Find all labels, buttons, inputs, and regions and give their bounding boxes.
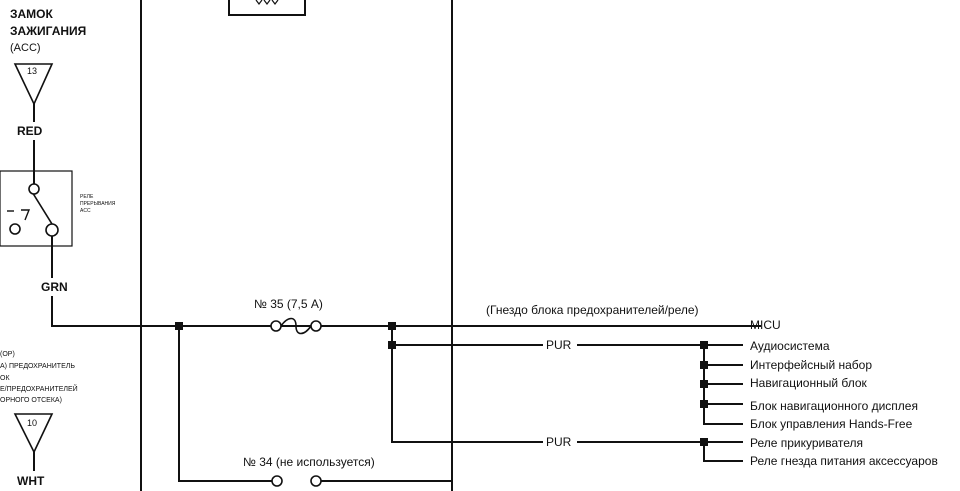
junction-dot [700,341,708,349]
fuse-source-line3: ОК [0,375,10,382]
relay-switch-arm [32,193,54,226]
ignition-title-line2: ЗАЖИГАНИЯ [10,24,87,38]
junction-dot [700,380,708,388]
wht-wire-label: WHT [17,474,45,488]
fuse35-label: № 35 (7,5 А) [254,297,323,311]
relay-label-line3: ACC [80,208,91,214]
relay-box [0,170,73,247]
dest-audio: Аудиосистема [750,339,830,353]
relay-label-line1: РЕЛЕ [80,194,94,200]
dest-nav-display: Блок навигационного дисплея [750,399,918,413]
wht-terminal-number: 10 [27,418,38,428]
dest-interface: Интерфейсный набор [750,358,873,372]
fuse-source-line2: А) ПРЕДОХРАНИТЕЛЬ [0,363,75,370]
wht-terminal-triangle [13,413,54,454]
top-box-mark [263,0,271,5]
junction-dot [700,438,708,446]
pur-top-label: PUR [546,338,572,352]
fuse-source-line1: (ОР) [0,351,15,358]
pur-bottom-label: PUR [546,435,572,449]
fuse34-symbol [271,475,322,487]
dest-handsfree: Блок управления Hands-Free [750,417,913,431]
fuse35-symbol [270,317,322,335]
dest-cigar-relay: Реле прикуривателя [750,436,864,450]
relay-contact-bottom [45,223,59,237]
relay-coil-contact [9,223,21,235]
junction-dot [700,400,708,408]
socket-label: (Гнездо блока предохранителей/реле) [486,303,699,317]
top-box-fragment [228,0,306,16]
ignition-terminal-number: 13 [27,66,38,76]
fuse-source-line5: ОРНОГО ОТСЕКА) [0,397,62,404]
dest-navigation: Навигационный блок [750,376,867,390]
ignition-terminal-triangle [13,63,54,106]
top-box-mark [271,0,279,5]
fuse35-right-terminal [310,320,322,332]
pur-bottom-wire-a [391,325,543,443]
red-wire-label: RED [17,124,43,138]
fuse34-label: № 34 (не используется) [243,455,375,469]
fuse34-feed [178,325,273,482]
ignition-title-line3: (ACC) [10,42,41,54]
relay-label-line2: ПРЕРЫВАНИЯ [80,201,116,207]
top-box-mark [255,0,263,5]
dest-micu: MICU [750,318,781,332]
fuse-source-line4: Е/ПРЕДОХРАНИТЕЛЕЙ [0,386,78,393]
junction-dot [388,341,396,349]
junction-dot [388,322,396,330]
relay-contact-top [28,183,40,195]
junction-dot [175,322,183,330]
fuse34-right-terminal [310,475,322,487]
fuse35-element [280,317,312,335]
main-bus [51,296,761,327]
fuse34-left-terminal [271,475,283,487]
ignition-title-line1: ЗАМОК [10,7,53,21]
junction-dot [700,361,708,369]
dest-accessory-relay: Реле гнезда питания аксессуаров [750,454,938,468]
grn-wire-label: GRN [41,280,68,294]
relay-mark-seven [21,209,31,221]
fuse35-left-terminal [270,320,282,332]
